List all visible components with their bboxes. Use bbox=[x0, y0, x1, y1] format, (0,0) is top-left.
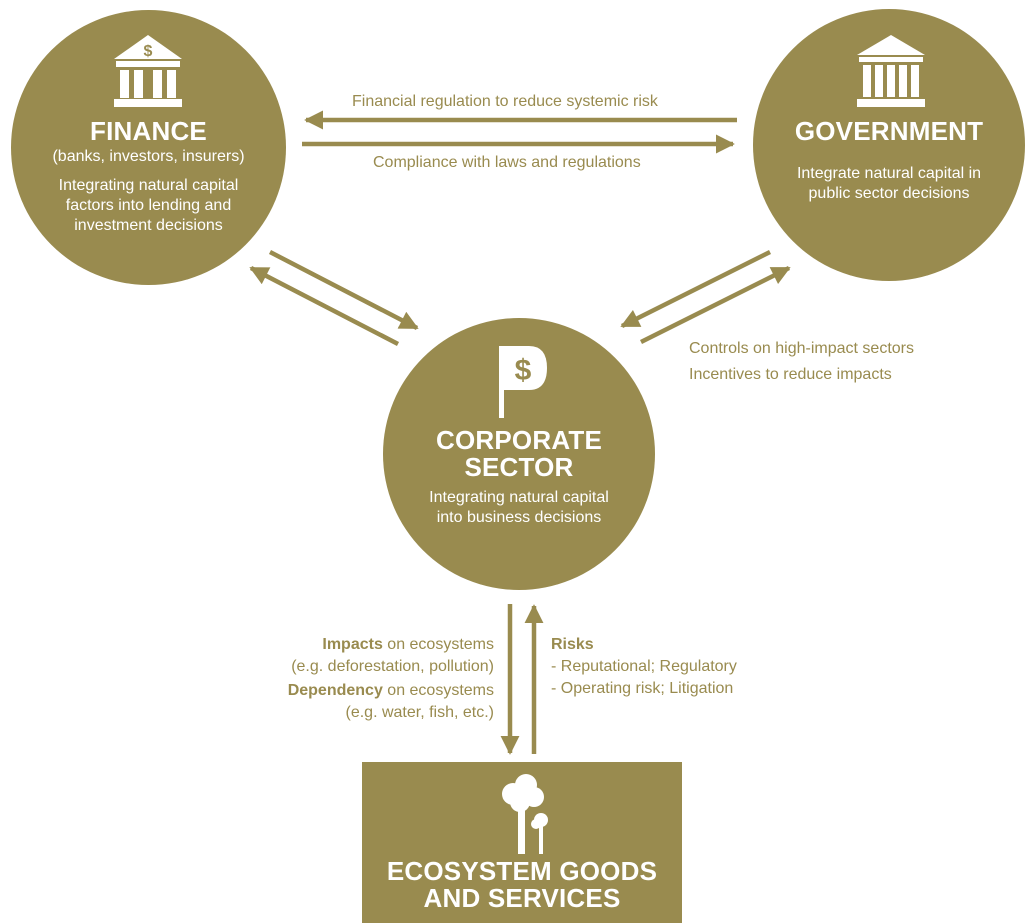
label-corporate-to-ecosystem: Impacts on ecosystems (e.g. deforestatio… bbox=[196, 634, 494, 724]
arrow-corporate-to-gov bbox=[639, 265, 791, 345]
finance-title: FINANCE bbox=[90, 116, 207, 146]
trees-icon bbox=[502, 774, 548, 854]
arrow-corporate-to-finance bbox=[249, 266, 400, 346]
arrow-gov-to-corporate bbox=[620, 249, 772, 329]
dependency-rest: on ecosystems bbox=[382, 682, 494, 699]
impacts-bold: Impacts bbox=[322, 636, 383, 653]
risks-item: - Reputational; Regulatory bbox=[551, 658, 737, 675]
ecosystem-title: ECOSYSTEM GOODS AND SERVICES bbox=[386, 856, 658, 913]
label-gov-to-finance: Financial regulation to reduce systemic … bbox=[352, 93, 658, 110]
corporate-title: CORPORATE SECTOR bbox=[436, 425, 602, 482]
label-gov-to-corporate: Controls on high-impact sectors Incentiv… bbox=[689, 340, 914, 383]
dependency-example: (e.g. water, fish, etc.) bbox=[345, 704, 495, 721]
label-ecosystem-to-corporate: Risks - Reputational; Regulatory - Opera… bbox=[551, 634, 737, 700]
arrow-finance-to-corporate bbox=[268, 250, 419, 330]
finance-description: Integrating natural capital factors into… bbox=[58, 177, 239, 234]
finance-subtitle: (banks, investors, insurers) bbox=[52, 148, 245, 165]
government-building-icon bbox=[857, 35, 925, 107]
risks-item: - Operating risk; Litigation bbox=[551, 680, 734, 697]
svg-text:$: $ bbox=[515, 354, 532, 387]
dependency-bold: Dependency bbox=[287, 682, 383, 699]
government-description: Integrate natural capital in public sect… bbox=[796, 165, 982, 202]
bank-dollar-icon: $ bbox=[114, 35, 182, 107]
impacts-rest: on ecosystems bbox=[382, 636, 494, 653]
impacts-example: (e.g. deforestation, pollution) bbox=[291, 658, 494, 675]
label-finance-to-gov: Compliance with laws and regulations bbox=[373, 154, 641, 171]
government-title: GOVERNMENT bbox=[794, 116, 984, 146]
dollar-flag-icon: $ bbox=[499, 346, 547, 418]
risks-heading: Risks bbox=[551, 636, 594, 653]
corporate-description: Integrating natural capital into busines… bbox=[429, 489, 609, 526]
svg-text:$: $ bbox=[144, 43, 153, 60]
